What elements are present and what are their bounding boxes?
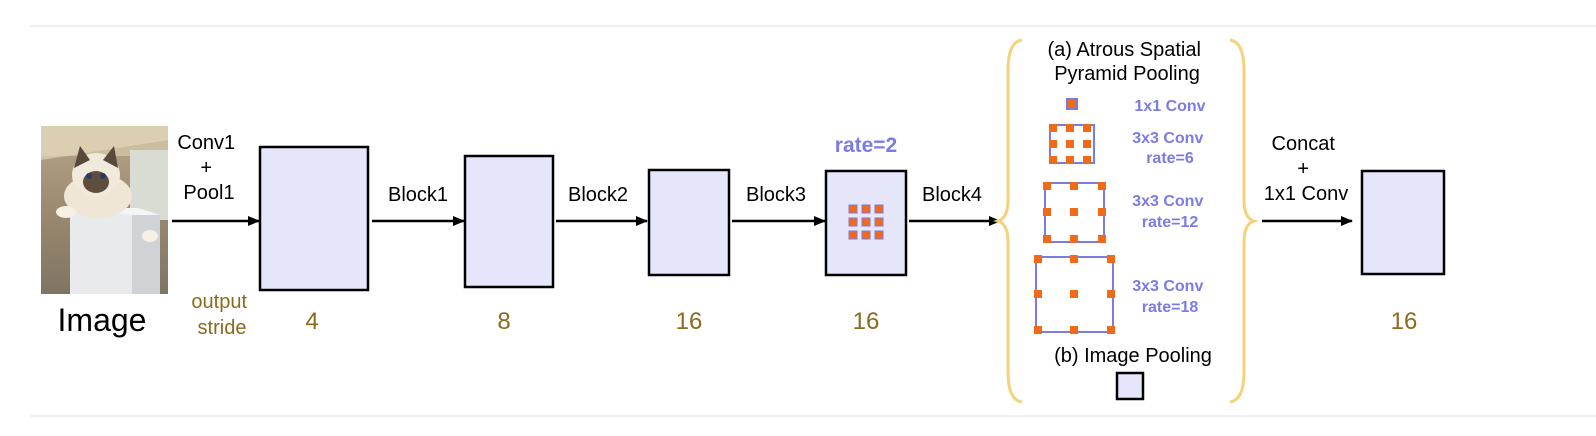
aspp-title-line2: Pyramid Pooling bbox=[1054, 63, 1200, 85]
feature-map-1 bbox=[258, 145, 370, 292]
op-block2: Block2 bbox=[568, 184, 628, 206]
op-conv1-line1: Conv1 bbox=[177, 132, 235, 154]
output-feature-map bbox=[1360, 169, 1446, 276]
aspp-branch-rate12-label: 3x3 Conv rate=12 bbox=[1132, 193, 1208, 231]
op-block4: Block4 bbox=[922, 184, 982, 206]
aspp-branch-rate12 bbox=[1043, 182, 1106, 243]
aspp-right-brace bbox=[1229, 38, 1260, 404]
aspp-branch-rate18-label: 3x3 Conv rate=18 bbox=[1132, 278, 1208, 316]
image-label: Image bbox=[58, 302, 147, 338]
stride-value-output: 16 bbox=[1391, 308, 1418, 335]
aspp-branch-rate12-line1: 3x3 Conv bbox=[1132, 193, 1203, 210]
image-pooling-title: (b) Image Pooling bbox=[1054, 345, 1212, 367]
op-concat-line3: 1x1 Conv bbox=[1264, 183, 1349, 205]
feature-map-2 bbox=[463, 154, 555, 289]
stride-value-4: 16 bbox=[853, 308, 880, 335]
op-concat: Concat + 1x1 Conv bbox=[1264, 133, 1349, 205]
aspp-branch-rate18-line2: rate=18 bbox=[1142, 299, 1199, 316]
image-pooling-box bbox=[1115, 371, 1145, 401]
aspp-branch-rate12-line2: rate=12 bbox=[1142, 214, 1199, 231]
op-concat-line2: + bbox=[1297, 158, 1309, 180]
aspp-branch-rate6 bbox=[1049, 124, 1095, 164]
stride-value-1: 4 bbox=[305, 308, 318, 335]
input-image bbox=[41, 126, 168, 294]
op-block3: Block3 bbox=[746, 184, 806, 206]
atrous-grid-rate2 bbox=[848, 204, 884, 240]
op-conv1-pool1: Conv1 + Pool1 bbox=[177, 132, 240, 204]
op-concat-line1: Concat bbox=[1272, 133, 1336, 155]
op-conv1-line3: Pool1 bbox=[183, 182, 234, 204]
feature-map-3 bbox=[647, 168, 731, 277]
aspp-branch-rate18 bbox=[1034, 255, 1115, 334]
stride-value-2: 8 bbox=[497, 308, 510, 335]
stride-label: output stride bbox=[191, 291, 252, 339]
stride-value-3: 16 bbox=[676, 308, 703, 335]
aspp-title-line1: (a) Atrous Spatial bbox=[1048, 39, 1201, 61]
aspp-branch-rate6-line2: rate=6 bbox=[1146, 150, 1194, 167]
op-conv1-line2: + bbox=[200, 157, 212, 179]
aspp-branch-rate6-label: 3x3 Conv rate=6 bbox=[1132, 130, 1208, 167]
stride-label-line2: stride bbox=[198, 317, 247, 339]
aspp-title: (a) Atrous Spatial Pyramid Pooling bbox=[1048, 39, 1207, 85]
rate-label: rate=2 bbox=[835, 134, 897, 157]
aspp-branch-rate18-line1: 3x3 Conv bbox=[1132, 278, 1203, 295]
aspp-left-brace bbox=[992, 38, 1023, 404]
stride-label-line1: output bbox=[191, 291, 247, 313]
op-block1: Block1 bbox=[388, 184, 448, 206]
aspp-branch-rate6-line1: 3x3 Conv bbox=[1132, 130, 1203, 147]
aspp-branch-1x1 bbox=[1066, 98, 1078, 110]
aspp-branch-1x1-label: 1x1 Conv bbox=[1134, 98, 1205, 115]
